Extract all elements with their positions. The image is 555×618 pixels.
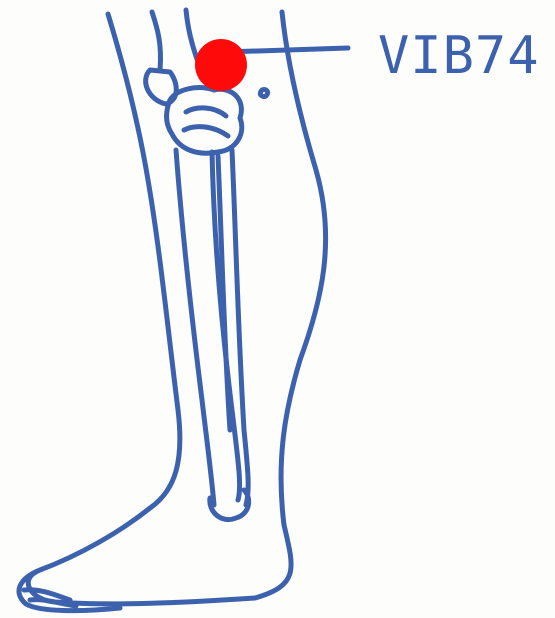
calf-outline — [28, 12, 325, 604]
acupoint-marker — [195, 39, 247, 91]
acupoint-label: VIB74 — [378, 26, 540, 86]
leader-line — [226, 48, 348, 52]
toes-outline — [24, 590, 76, 606]
fibula-outline — [218, 150, 248, 505]
knee-joint-outline — [167, 88, 242, 154]
femur-outline — [152, 10, 198, 70]
shin-outline — [19, 14, 180, 611]
tibia-outline — [176, 150, 240, 505]
